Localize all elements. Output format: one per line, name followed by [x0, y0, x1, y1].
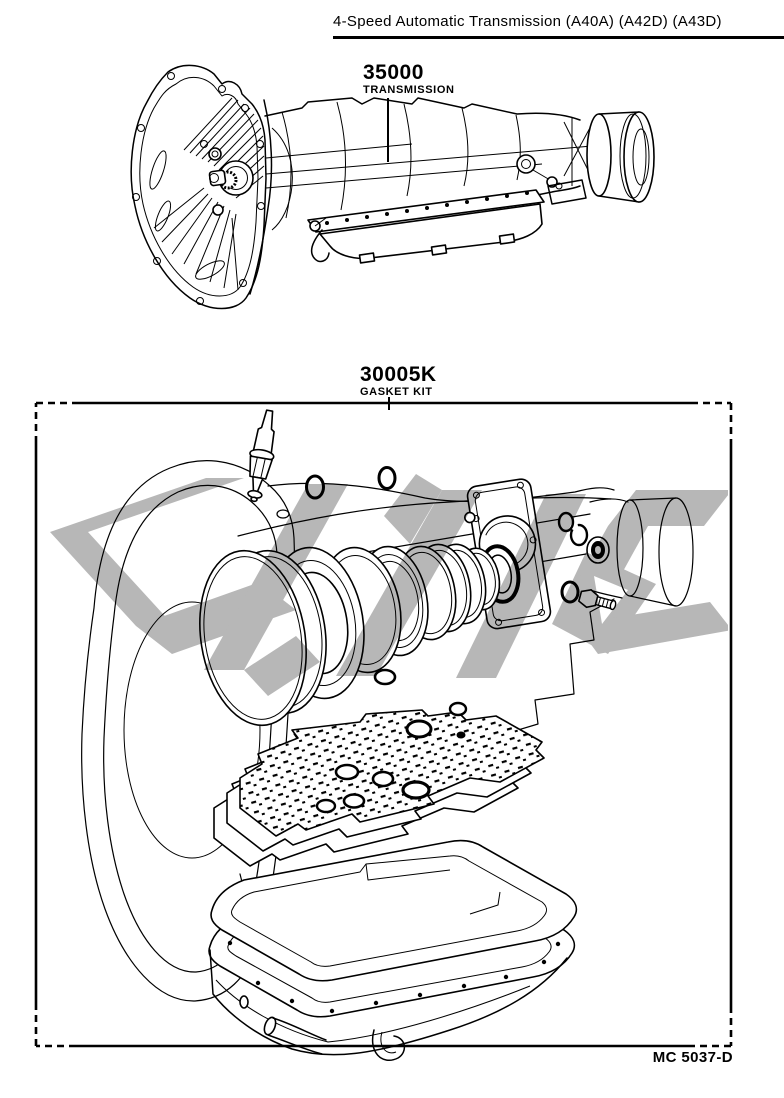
watermark-logo — [50, 474, 728, 696]
bell-housing-fins — [153, 97, 265, 291]
bell-housing-bolt-holes — [132, 72, 265, 305]
face-o-rings — [315, 668, 468, 814]
callout-transmission: 35000 TRANSMISSION — [363, 62, 455, 96]
page-title: 4-Speed Automatic Transmission (A40A) (A… — [333, 13, 784, 39]
o-ring-small — [377, 466, 397, 490]
part-number-gasket-kit: 30005K — [360, 363, 437, 386]
callout-gasket-kit: 30005K GASKET KIT — [360, 364, 437, 398]
sensor-part — [247, 409, 275, 503]
part-name-gasket-kit: GASKET KIT — [360, 386, 433, 398]
transmission-illustration — [130, 64, 655, 310]
drawing-code: MC 5037-D — [652, 1049, 733, 1066]
leader-line-transmission — [387, 98, 389, 162]
part-name-transmission: TRANSMISSION — [363, 84, 455, 96]
kit-frame-border — [34, 401, 733, 1048]
part-number-transmission: 35000 — [363, 61, 424, 84]
pan-flange-bolts — [325, 191, 529, 225]
oil-pan-gasket — [210, 839, 578, 982]
valve-body-gaskets — [213, 709, 545, 867]
